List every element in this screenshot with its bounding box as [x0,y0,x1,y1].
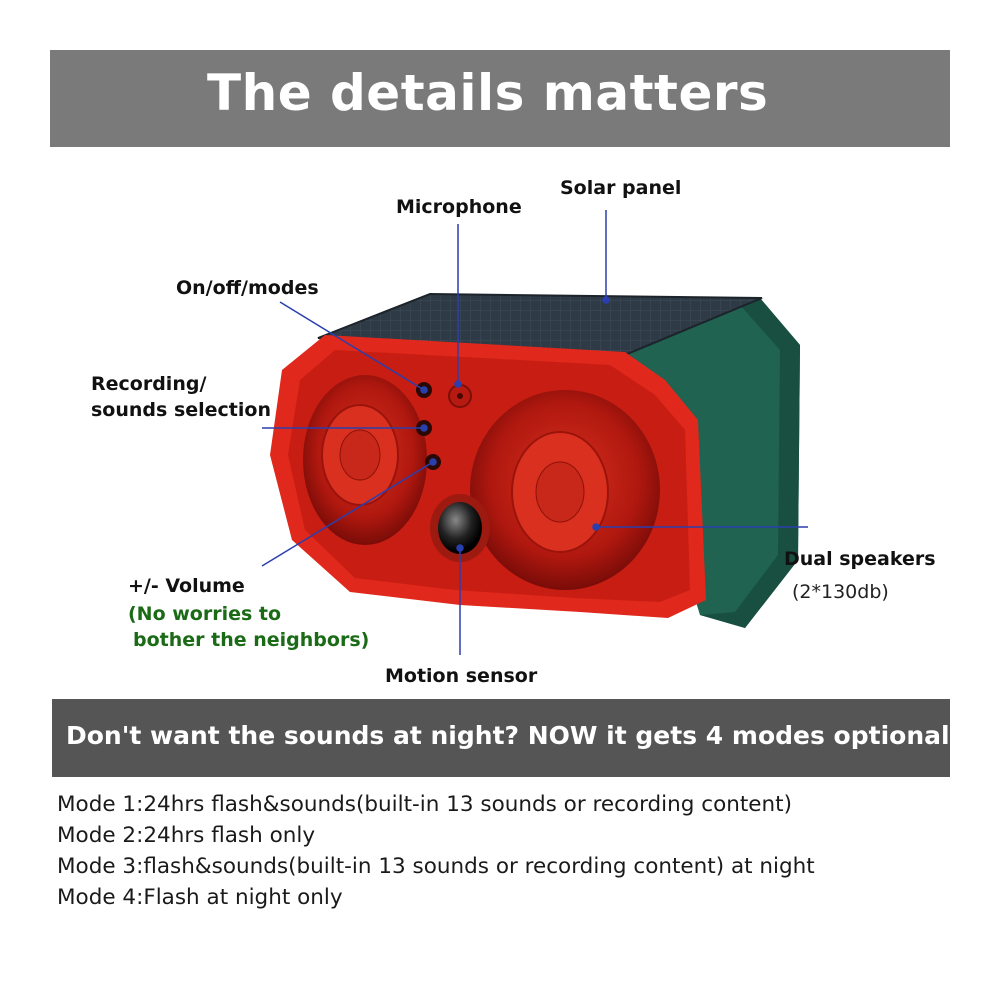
modes-list: Mode 1:24hrs flash&sounds(built-in 13 so… [57,789,815,913]
callout-on-off-modes: On/off/modes [176,277,319,299]
header-band [50,50,950,147]
mode-item: Mode 1:24hrs flash&sounds(built-in 13 so… [57,792,792,817]
callout-volume-note-line2: bother the neighbors) [133,629,370,651]
mode-item: Mode 3:flash&sounds(built-in 13 sounds o… [57,854,815,879]
callout-motion-sensor: Motion sensor [385,665,538,687]
page-title: The details matters [207,64,769,122]
callout-microphone: Microphone [396,196,522,218]
callout-volume-note-line1: (No worries to [128,603,282,625]
callout-dual-speakers: Dual speakers [784,548,936,570]
callout-dual-speakers-spec: (2*130db) [792,581,889,603]
callout-recording-line2: sounds selection [91,399,271,421]
callout-solar-panel: Solar panel [560,177,682,199]
speaker-icon [303,375,427,545]
mode-item: Mode 2:24hrs flash only [57,823,316,848]
speaker-icon [470,390,660,590]
modes-heading: Don't want the sounds at night? NOW it g… [66,721,950,750]
mode-item: Mode 4:Flash at night only [57,885,343,910]
modes-band [52,699,950,777]
microphone-icon [448,384,472,408]
callout-lines [261,210,808,655]
callout-volume: +/- Volume [128,575,245,597]
motion-sensor-icon [430,494,490,562]
device-illustration [261,210,808,655]
callout-recording-line1: Recording/ [91,373,207,395]
